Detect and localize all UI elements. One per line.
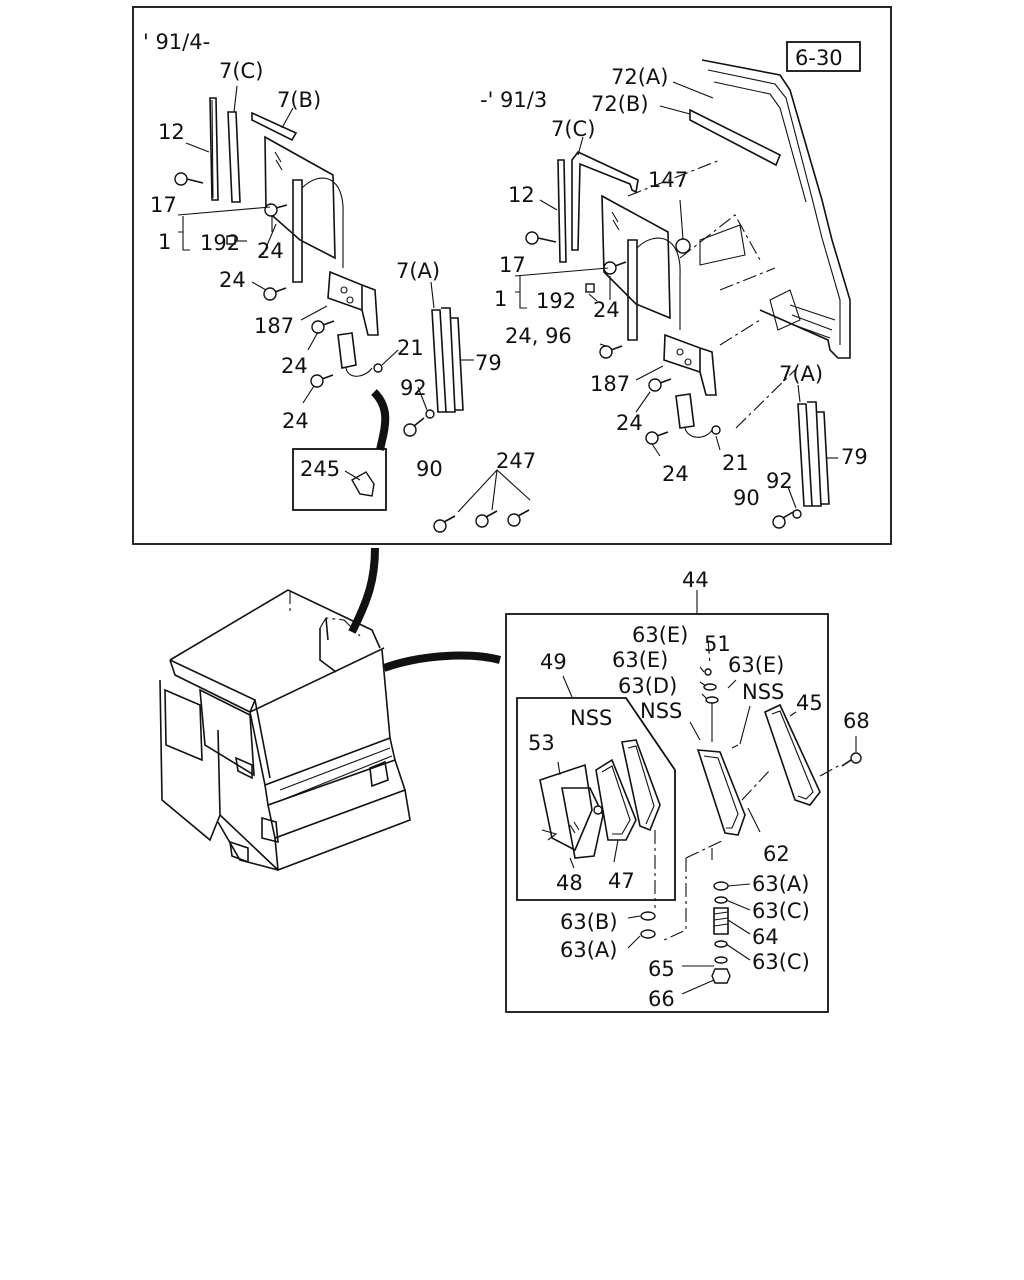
- label-part-24: 24: [219, 268, 246, 292]
- label-part-90: 90: [733, 486, 760, 510]
- label-part-90: 90: [416, 457, 443, 481]
- label-part-7a: 7(A): [396, 259, 440, 283]
- label-date-new: ' 91/4-: [143, 30, 210, 54]
- label-part-64: 64: [752, 925, 779, 949]
- label-part-17: 17: [150, 193, 177, 217]
- label-part-24: 24: [662, 462, 689, 486]
- label-part-24: 24: [282, 409, 309, 433]
- label-part-92: 92: [766, 469, 793, 493]
- label-part-245: 245: [300, 457, 340, 481]
- label-part-62: 62: [763, 842, 790, 866]
- label-part-17: 17: [499, 253, 526, 277]
- lower-panel-frame: [505, 613, 829, 1013]
- truck-cab-illustration: [159, 547, 502, 872]
- label-ref-6-30: 6-30: [795, 46, 843, 70]
- label-part-24: 24: [593, 298, 620, 322]
- left-window-assembly: [174, 85, 474, 511]
- label-part-63d: 63(D): [618, 674, 677, 698]
- label-part-66: 66: [648, 987, 675, 1011]
- label-part-147: 147: [648, 168, 688, 192]
- label-part-7c: 7(C): [551, 117, 595, 141]
- label-nss: NSS: [742, 680, 784, 704]
- label-part-1: 1: [494, 287, 507, 311]
- right-window-assembly: [433, 41, 861, 533]
- label-part-72b: 72(B): [591, 92, 649, 116]
- label-part-79: 79: [841, 445, 868, 469]
- label-part-65: 65: [648, 957, 675, 981]
- label-part-12: 12: [508, 183, 535, 207]
- label-date-old: -' 91/3: [480, 88, 547, 112]
- label-part-63b: 63(B): [560, 910, 618, 934]
- label-part-47: 47: [608, 869, 635, 893]
- label-part-63e: 63(E): [728, 653, 784, 677]
- label-part-12: 12: [158, 120, 185, 144]
- label-part-24: 24: [281, 354, 308, 378]
- label-part-92: 92: [400, 376, 427, 400]
- top-panel-frame: [132, 6, 892, 545]
- label-part-51: 51: [704, 632, 731, 656]
- label-part-192: 192: [200, 231, 240, 255]
- label-part-63e: 63(E): [612, 648, 668, 672]
- label-part-53: 53: [528, 731, 555, 755]
- label-part-187: 187: [254, 314, 294, 338]
- label-part-72a: 72(A): [611, 65, 668, 89]
- label-part-21: 21: [397, 336, 424, 360]
- label-part-48: 48: [556, 871, 583, 895]
- label-part-187: 187: [590, 372, 630, 396]
- label-part-7b: 7(B): [277, 88, 321, 112]
- label-part-7c: 7(C): [219, 59, 263, 83]
- label-part-24: 24: [616, 411, 643, 435]
- label-part-24-96: 24, 96: [505, 324, 572, 348]
- label-part-45: 45: [796, 691, 823, 715]
- label-part-63e: 63(E): [632, 623, 688, 647]
- label-part-7a: 7(A): [779, 362, 823, 386]
- label-nss: NSS: [570, 706, 612, 730]
- label-part-24: 24: [257, 239, 284, 263]
- label-part-247: 247: [496, 449, 536, 473]
- inner-panel-frame: [516, 697, 676, 901]
- label-part-63a: 63(A): [560, 938, 617, 962]
- label-part-79: 79: [475, 351, 502, 375]
- label-part-192: 192: [536, 289, 576, 313]
- label-part-1: 1: [158, 230, 171, 254]
- label-part-63c: 63(C): [752, 899, 810, 923]
- label-part-68: 68: [843, 709, 870, 733]
- label-part-21: 21: [722, 451, 749, 475]
- label-part-63a: 63(A): [752, 872, 809, 896]
- label-part-44: 44: [682, 568, 709, 592]
- label-part-63c: 63(C): [752, 950, 810, 974]
- label-part-49: 49: [540, 650, 567, 674]
- callout-labels: ' 91/4- -' 91/3 6-30 7(C) 7(B) 12 17 1 1…: [143, 30, 870, 1011]
- label-nss: NSS: [640, 699, 682, 723]
- quarter-window-assembly: [505, 590, 862, 1013]
